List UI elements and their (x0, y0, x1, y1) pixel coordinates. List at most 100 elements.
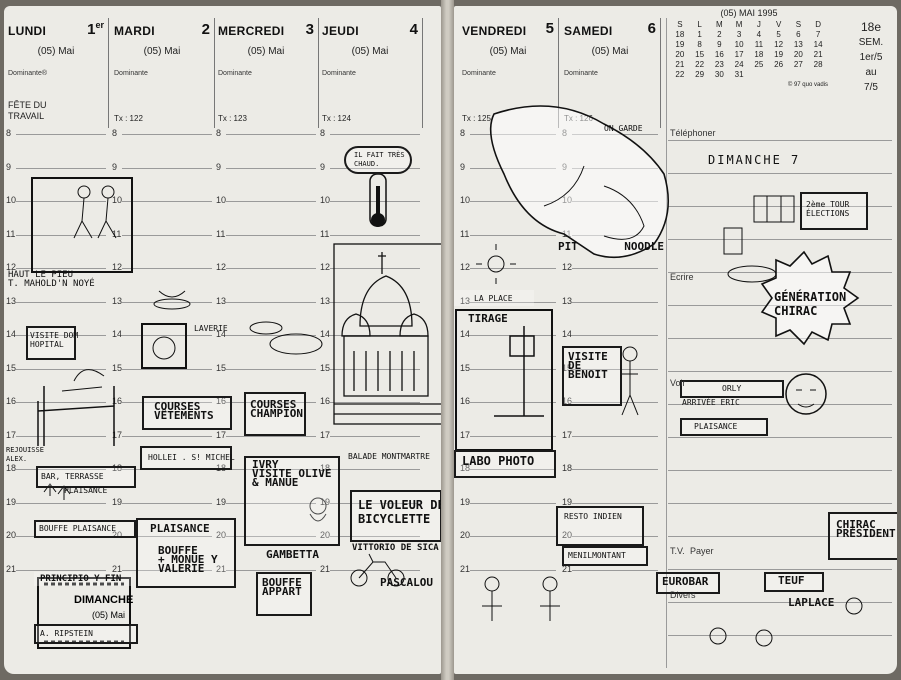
day-number: 5 (545, 20, 554, 37)
label-voir: Voir (670, 378, 686, 388)
hour-line (16, 368, 106, 370)
sunday-line (668, 140, 892, 141)
hour-label: 14 (112, 329, 123, 339)
hour-label: 15 (6, 362, 17, 373)
hour-label: 12 (562, 262, 573, 272)
mini-calendar-cell: 16 (714, 50, 724, 59)
hour-line (16, 435, 106, 437)
hour-label: 18 (562, 463, 573, 473)
mini-calendar-cell: 9 (717, 40, 722, 49)
mini-calendar-cell: 6 (796, 30, 801, 39)
hour-label: 14 (460, 329, 471, 339)
day-number-value: 3 (305, 21, 314, 38)
note-visite-benoit: VISITE DE BENOIT (568, 350, 608, 381)
mini-calendar-weekday: M (735, 20, 743, 29)
hour-line (330, 402, 420, 403)
hour-line (330, 134, 420, 135)
hour-label: 8 (320, 128, 326, 138)
hour-line (572, 368, 658, 370)
hour-label: 10 (6, 195, 17, 205)
note-ivry: IVRY VISITE OLIVE & MANUE (252, 458, 332, 489)
day-name: SAMEDI (564, 24, 613, 38)
hour-line (226, 234, 316, 236)
week-info: 18e SEM. 1er/5 au 7/5 (851, 20, 891, 95)
note-ripstein-box: A. RIPSTEIN (34, 624, 138, 644)
hour-label: 14 (6, 329, 17, 339)
note-il-fait: IL FAIT TRÈS CHAUD. (354, 151, 405, 168)
day-month: (05) Mai (37, 46, 75, 57)
hour-line (470, 569, 556, 571)
hour-line (330, 368, 420, 370)
hour-line (16, 234, 106, 236)
note-visite-benoit-box: VISITE DE BENOIT (562, 346, 622, 406)
hour-label: 14 (216, 329, 227, 339)
sunday-line (668, 470, 892, 471)
hour-line (470, 268, 556, 269)
sunday-line (668, 437, 892, 438)
note-bouffe-box: PLAISANCE BOUFFE + MONUE Y VALERIE (136, 518, 236, 588)
hour-line (470, 435, 556, 437)
note-hollei: HOLLEI . S! MICHEL (148, 453, 235, 462)
hour-label: 12 (112, 262, 123, 272)
hour-line (330, 569, 420, 571)
day-number: 1er (87, 20, 104, 38)
mini-calendar-cell: 28 (813, 60, 823, 69)
mini-calendar-cell: 15 (695, 50, 705, 59)
mini-calendar-cell: 12 (774, 40, 784, 49)
mini-calendar-cell: 23 (714, 60, 724, 69)
hour-label: 18 (460, 463, 471, 473)
hour-label: 9 (112, 161, 118, 172)
note-plaisance-2: PLAISANCE (150, 522, 210, 535)
sunday-line (668, 569, 892, 570)
mini-calendar-weekday: J (756, 20, 761, 29)
hour-label: 10 (216, 195, 227, 205)
hour-line (122, 536, 212, 537)
hour-label: 20 (460, 530, 471, 540)
note-principio-box: PRINCIPIO Y FIN (34, 572, 132, 586)
mini-calendar-weekday: S (677, 20, 683, 29)
note-hollei-box: HOLLEI . S! MICHEL (140, 446, 235, 470)
dominante-label: Dominante (462, 70, 496, 77)
hour-label: 18 (320, 463, 331, 473)
dominante-label: Dominante (114, 70, 148, 77)
hour-line (572, 536, 658, 537)
note-laverie: LAVERIE (194, 324, 228, 333)
mini-calendar-cell: 18 (754, 50, 764, 59)
hour-line (226, 536, 316, 537)
hour-label: 16 (6, 396, 17, 406)
note-generation-chirac: GÉNÉRATION CHIRAC (774, 290, 847, 318)
mini-calendar-cell: 30 (714, 70, 724, 79)
hour-line (572, 435, 658, 437)
hour-label: 12 (460, 262, 471, 272)
sunday-line (668, 173, 892, 174)
hour-label: 18 (6, 463, 17, 473)
note-elections-box: 2ème TOUR ÉLECTIONS (800, 192, 868, 230)
hour-label: 12 (216, 262, 227, 272)
tx-label: Tx : 122 (114, 114, 143, 123)
hour-line (572, 268, 658, 269)
hour-line (122, 268, 212, 269)
mini-calendar-cell: 7 (815, 30, 821, 39)
hour-label: 11 (112, 228, 122, 239)
hour-line (16, 167, 106, 169)
hour-line (330, 469, 420, 470)
sunday-divider (666, 18, 667, 668)
hour-label: 21 (216, 563, 227, 574)
hour-line (226, 201, 316, 202)
note-bouffe-plaisance-box: BOUFFE PLAISANCE (34, 520, 136, 538)
week-number: 18e (860, 20, 882, 34)
mini-calendar-cell: 24 (734, 60, 744, 69)
note-bar-box: BAR, TERRASSE (36, 466, 136, 488)
hour-label: 19 (460, 496, 471, 507)
label-tv: T.V. (670, 546, 685, 556)
sunday-line (668, 239, 892, 240)
hour-line (122, 335, 212, 336)
hour-line (226, 268, 316, 269)
note-on-garde: ON GARDE (604, 124, 643, 133)
day-number: 4 (410, 20, 418, 38)
dominante-label: Dominante (322, 70, 356, 77)
note-teuf: TEUF (778, 574, 805, 587)
